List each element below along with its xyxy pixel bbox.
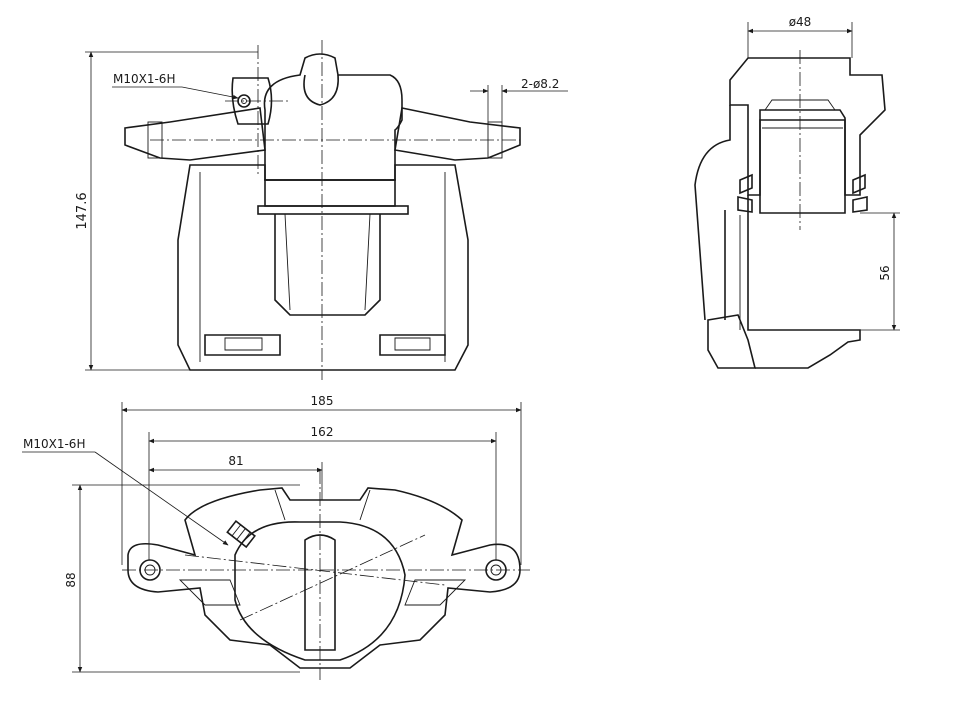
front-view-dimensions: 147.6 M10X1-6H 2-ø8.2 [75,51,568,371]
section-view-dimensions: ø48 56 [747,15,900,331]
width-overall-label: 185 [311,394,334,408]
bottom-view [122,470,530,680]
thread-label-bottom: M10X1-6H [23,437,85,451]
piston-diameter-label: ø48 [789,15,812,29]
front-view [124,40,521,380]
piston-travel-label: 56 [878,265,892,280]
width-half-label: 81 [228,454,243,468]
width-mount-label: 162 [311,425,334,439]
depth-dim-label: 88 [64,572,78,587]
bottom-view-dimensions: 185 162 81 88 M10X1-6H [22,394,522,673]
height-dim-label: 147.6 [75,192,90,229]
holes-label: 2-ø8.2 [521,77,559,91]
thread-label-front: M10X1-6H [113,72,175,86]
section-view [694,50,886,369]
